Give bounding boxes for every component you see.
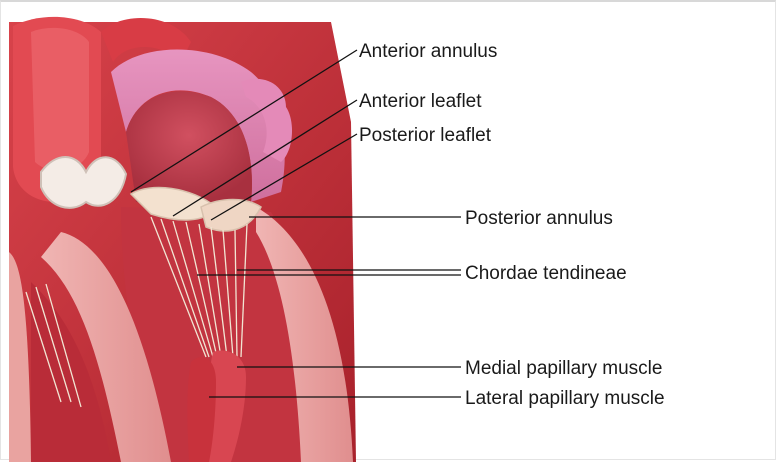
label-chordae-tendineae: Chordae tendineae (465, 264, 627, 283)
aorta-highlight (31, 28, 89, 171)
label-medial-papillary-muscle: Medial papillary muscle (465, 359, 662, 378)
label-posterior-leaflet: Posterior leaflet (359, 126, 491, 145)
label-posterior-annulus: Posterior annulus (465, 209, 613, 228)
label-lateral-papillary-muscle: Lateral papillary muscle (465, 389, 665, 408)
label-anterior-leaflet: Anterior leaflet (359, 92, 482, 111)
label-anterior-annulus: Anterior annulus (359, 42, 497, 61)
